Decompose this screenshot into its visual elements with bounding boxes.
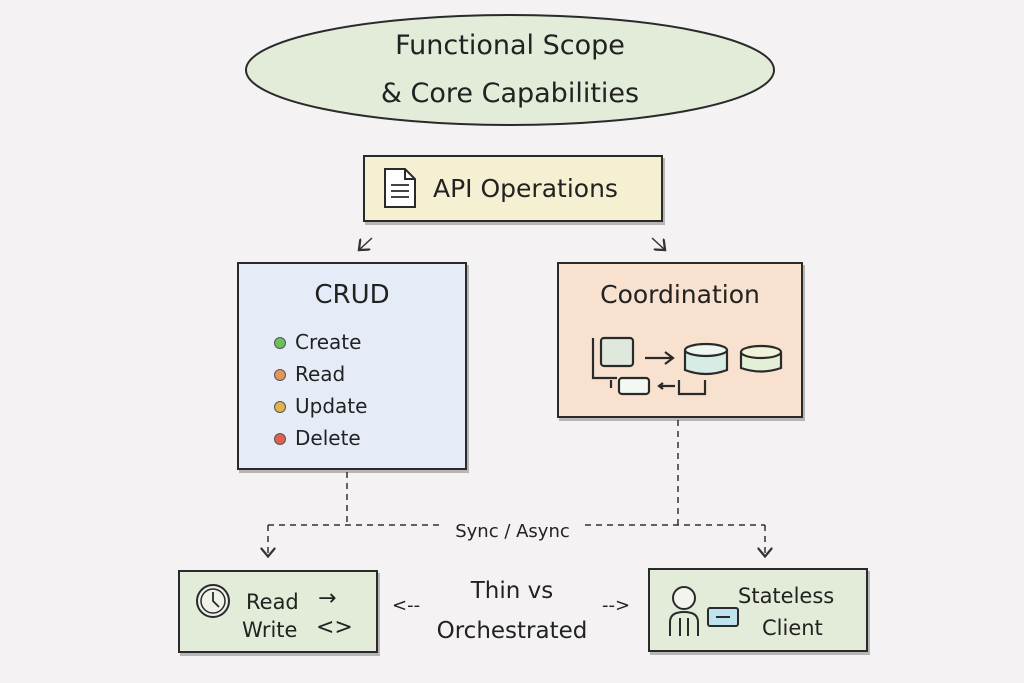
arrow-to-coordination: [651, 237, 664, 249]
sync-async-label: Sync / Async: [455, 521, 570, 542]
document-icon: [384, 168, 416, 208]
title-ellipse: [245, 14, 775, 126]
orchestrated-label: Orchestrated: [436, 618, 588, 644]
left-dashed-arrow: <--: [392, 595, 421, 616]
bidirectional-arrow-icon: <>: [316, 615, 353, 640]
clock-icon: [196, 584, 230, 618]
api-operations-label: API Operations: [433, 174, 618, 203]
user-screen-icon: [669, 586, 739, 636]
write-label: Write: [242, 618, 298, 642]
crud-dot-read: [274, 369, 286, 381]
stateless-label: Stateless: [738, 584, 835, 608]
crud-item-update: Update: [295, 394, 368, 418]
coordination-title: Coordination: [600, 280, 760, 309]
api-operations-box: API Operations: [363, 155, 663, 222]
read-label: Read: [246, 590, 299, 614]
crud-item-read: Read: [295, 362, 346, 386]
crud-title: CRUD: [314, 280, 390, 310]
crud-dot-delete: [274, 433, 286, 445]
right-dashed-arrow: -->: [602, 595, 631, 616]
crud-dot-update: [274, 401, 286, 413]
read-arrow-icon: →: [318, 586, 337, 611]
arrow-to-crud: [360, 237, 373, 249]
title-line1: Functional Scope: [395, 30, 625, 61]
title-line2: & Core Capabilities: [380, 78, 640, 109]
crud-item-delete: Delete: [295, 426, 361, 450]
crud-item-create: Create: [295, 330, 362, 354]
coordination-box: Coordination: [557, 262, 803, 418]
thin-vs-label: Thin vs: [470, 578, 554, 604]
stateless-client-box: Stateless Client: [648, 568, 868, 652]
client-label: Client: [762, 616, 823, 640]
read-write-box: Read → Write <>: [178, 570, 378, 653]
workflow-database-icon: [591, 336, 783, 396]
crud-dot-create: [274, 337, 286, 349]
